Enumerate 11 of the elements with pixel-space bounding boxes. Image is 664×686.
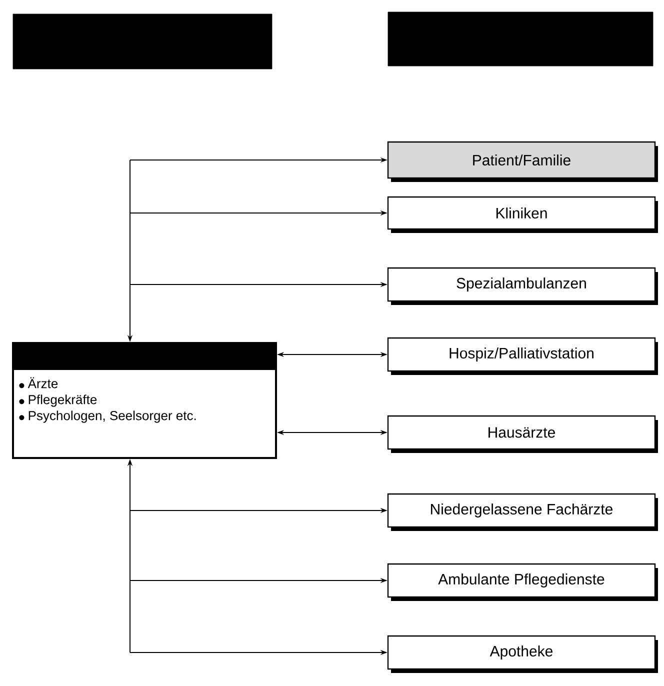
team-box: Ärzte Pflegekräfte Psychologen, Seelsorger etc. xyxy=(12,342,277,459)
process-box: Hospiz/Palliativstation xyxy=(387,337,658,375)
process-box: Kliniken xyxy=(387,196,658,233)
process-box: Ambulante Pflegedienste xyxy=(387,563,658,601)
process-box: Patient/Familie xyxy=(387,141,658,182)
process-box: Spezialambulanzen xyxy=(387,267,658,305)
process-box: Apotheke xyxy=(387,635,658,673)
process-box: Niedergelassene Fachärzte xyxy=(387,493,658,531)
process-box: Hausärzte xyxy=(387,415,658,453)
filled-box xyxy=(388,12,654,66)
filled-box xyxy=(12,14,272,70)
